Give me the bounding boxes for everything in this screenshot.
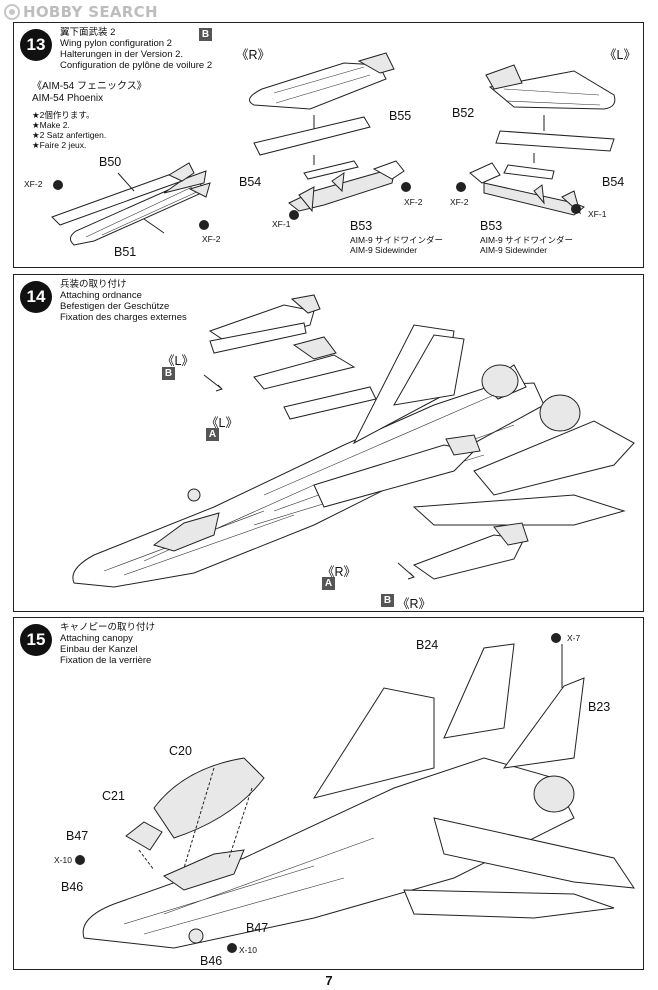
badge-a-left: A bbox=[206, 428, 219, 441]
badge-a-right: A bbox=[322, 577, 335, 590]
page-number: 7 bbox=[325, 973, 333, 988]
make-note: ★2個作ります。 ★Make 2. ★2 Satz anfertigen. ★F… bbox=[32, 110, 106, 150]
part-b54-l: B54 bbox=[602, 175, 625, 189]
part-b24: B24 bbox=[416, 638, 439, 652]
title-en: Wing pylon configuration 2 bbox=[60, 38, 172, 49]
part-b47-b: B47 bbox=[246, 921, 269, 935]
step-14-panel: 14 兵装の取り付け Attaching ordnance Befestigen… bbox=[13, 274, 644, 612]
title-jp: 兵装の取り付け bbox=[60, 279, 127, 290]
landing-gear-wheel bbox=[187, 488, 201, 502]
watermark-text: HOBBY SEARCH bbox=[23, 3, 158, 21]
part-b53-r: B53 bbox=[350, 219, 373, 233]
sidewinder-l-jp: AIM-9 サイドワインダー bbox=[480, 235, 574, 245]
color-x10-b: X-10 bbox=[239, 945, 257, 955]
paint-dot bbox=[456, 182, 466, 192]
paint-dot bbox=[227, 943, 237, 953]
part-b46-a: B46 bbox=[61, 880, 84, 894]
paint-dot bbox=[199, 220, 209, 230]
step-13-title: 翼下面武装 2 Wing pylon configuration 2 Halte… bbox=[60, 27, 212, 71]
paint-dot bbox=[75, 855, 85, 865]
step-13-drawing bbox=[51, 52, 616, 246]
color-xf1-r: XF-1 bbox=[272, 219, 291, 229]
hobby-search-logo-icon bbox=[4, 4, 20, 20]
color-x10-a: X-10 bbox=[54, 855, 72, 865]
part-b53-l: B53 bbox=[480, 219, 503, 233]
lower-weapons-illustration bbox=[313, 434, 529, 580]
label-b-r: 《R》 bbox=[397, 597, 432, 611]
paint-dot bbox=[551, 633, 561, 643]
part-c20: C20 bbox=[169, 744, 192, 758]
arrow-icon bbox=[203, 374, 223, 392]
side-r-label: 《R》 bbox=[236, 48, 271, 62]
upper-weapons-illustration bbox=[208, 294, 377, 420]
color-xf2-a: XF-2 bbox=[24, 179, 43, 189]
note-en: ★Make 2. bbox=[32, 120, 70, 130]
step-15-drawing bbox=[75, 633, 636, 953]
step-number-13: 13 bbox=[20, 29, 52, 61]
part-b54-r: B54 bbox=[239, 175, 262, 189]
side-l-label: 《L》 bbox=[604, 48, 636, 62]
note-jp: ★2個作ります。 bbox=[32, 110, 95, 120]
watermark: HOBBY SEARCH bbox=[4, 2, 158, 22]
part-b47-a: B47 bbox=[66, 829, 89, 843]
f14-aircraft-illustration bbox=[72, 324, 635, 588]
part-b51: B51 bbox=[114, 245, 137, 259]
badge-b-left: B bbox=[162, 367, 175, 380]
title-en: Attaching ordnance bbox=[60, 290, 142, 301]
arrow-icon bbox=[397, 562, 415, 580]
label-l-b: 《L》 bbox=[162, 354, 194, 368]
weapon-en: AIM-54 Phoenix bbox=[32, 93, 104, 104]
label-l-a: 《L》 bbox=[206, 416, 238, 430]
paint-dot bbox=[53, 180, 63, 190]
step-15-panel: 15 キャノピーの取り付け Attaching canopy Einbau de… bbox=[13, 617, 644, 970]
windscreen-c21 bbox=[125, 821, 163, 851]
paint-dot bbox=[571, 204, 581, 214]
title-en: Attaching canopy bbox=[60, 633, 133, 644]
step-15-title: キャノピーの取り付け Attaching canopy Einbau der K… bbox=[60, 622, 155, 666]
pylon-l-illustration bbox=[469, 64, 616, 216]
part-c21: C21 bbox=[102, 789, 125, 803]
color-x7: X-7 bbox=[567, 633, 581, 643]
step-14-title: 兵装の取り付け Attaching ordnance Befestigen de… bbox=[60, 279, 187, 323]
paint-dot bbox=[289, 210, 299, 220]
step-number-14: 14 bbox=[20, 281, 52, 313]
part-b46-b: B46 bbox=[200, 954, 223, 968]
sidewinder-l-en: AIM-9 Sidewinder bbox=[480, 245, 548, 255]
badge-b-right: B bbox=[381, 594, 394, 607]
sidewinder-r-en: AIM-9 Sidewinder bbox=[350, 245, 418, 255]
version-badge-b: B bbox=[199, 28, 212, 41]
color-xf1-l: XF-1 bbox=[588, 209, 607, 219]
phoenix-missile-illustration bbox=[51, 162, 211, 246]
f14-aircraft-canopy-illustration bbox=[82, 643, 636, 949]
step-14-drawing bbox=[72, 294, 635, 588]
pylon-r-illustration bbox=[249, 52, 405, 213]
part-b50: B50 bbox=[99, 155, 122, 169]
title-fr: Fixation de la verrière bbox=[60, 655, 152, 666]
title-fr: Fixation des charges externes bbox=[60, 312, 187, 323]
note-de: ★2 Satz anfertigen. bbox=[32, 130, 107, 140]
part-b55: B55 bbox=[389, 109, 412, 123]
part-b23: B23 bbox=[588, 700, 611, 714]
color-xf2-b: XF-2 bbox=[202, 234, 221, 244]
title-jp: 翼下面武装 2 bbox=[60, 27, 116, 38]
step-13-panel: 13 翼下面武装 2 Wing pylon configuration 2 Ha… bbox=[13, 22, 644, 268]
canopy-c20 bbox=[153, 757, 265, 839]
title-de: Befestigen der Geschütze bbox=[60, 301, 170, 312]
part-b52: B52 bbox=[452, 106, 475, 120]
color-xf2-d: XF-2 bbox=[450, 197, 469, 207]
tail-fin-b23 bbox=[502, 677, 585, 769]
weapon-name: 《AIM-54 フェニックス》 AIM-54 Phoenix bbox=[32, 81, 147, 105]
paint-dot bbox=[401, 182, 411, 192]
title-de: Einbau der Kanzel bbox=[60, 644, 138, 655]
label-r-a: 《R》 bbox=[322, 565, 357, 579]
title-jp: キャノピーの取り付け bbox=[60, 622, 156, 633]
note-fr: ★Faire 2 jeux. bbox=[32, 140, 87, 150]
title-fr: Configuration de pylône de voilure 2 bbox=[60, 60, 213, 71]
step-number-15: 15 bbox=[20, 624, 52, 656]
title-de: Halterungen in der Version 2. bbox=[60, 49, 184, 60]
tail-fin-b24 bbox=[443, 643, 515, 739]
sidewinder-r-jp: AIM-9 サイドワインダー bbox=[350, 235, 444, 245]
color-xf2-c: XF-2 bbox=[404, 197, 423, 207]
weapon-jp: 《AIM-54 フェニックス》 bbox=[32, 81, 147, 92]
